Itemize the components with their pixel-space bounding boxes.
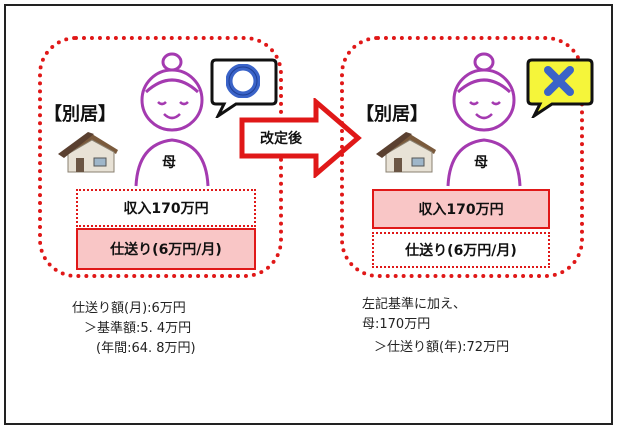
right-note-3: ＞仕送り額(年):72万円 (374, 340, 510, 355)
right-house-icon (376, 132, 436, 173)
right-mother-icon (446, 52, 522, 187)
right-tag: 【別居】 (356, 104, 428, 125)
right-note-1: 左記基準に加え、 (362, 297, 467, 312)
right-income-text: 収入170万円 (418, 202, 504, 218)
right-arrow-icon (239, 98, 362, 178)
left-note-2: ＞基準額:5. 4万円 (84, 321, 192, 336)
left-note-3: (年間:64. 8万円) (96, 341, 196, 356)
left-allowance-box: 仕送り(6万円/月) (76, 228, 256, 270)
right-mother-label: 母 (474, 155, 488, 171)
right-allowance-box: 仕送り(6万円/月) (372, 232, 550, 268)
left-house-icon (58, 132, 118, 173)
left-note-1: 仕送り額(月):6万円 (72, 301, 186, 316)
left-income-box: 収入170万円 (76, 189, 256, 227)
cross-ng-icon (544, 66, 574, 96)
right-allowance-text: 仕送り(6万円/月) (405, 243, 517, 259)
right-speech-bubble (526, 58, 594, 118)
left-tag: 【別居】 (44, 104, 116, 125)
circle-ok-icon (226, 64, 260, 98)
left-mother-label: 母 (162, 155, 176, 171)
right-income-box: 収入170万円 (372, 189, 550, 229)
right-panel (340, 36, 584, 278)
left-allowance-text: 仕送り(6万円/月) (110, 242, 222, 258)
left-income-text: 収入170万円 (123, 201, 209, 217)
right-note-2: 母:170万円 (362, 317, 431, 332)
arrow-label: 改定後 (260, 131, 302, 147)
left-mother-icon (134, 52, 210, 187)
